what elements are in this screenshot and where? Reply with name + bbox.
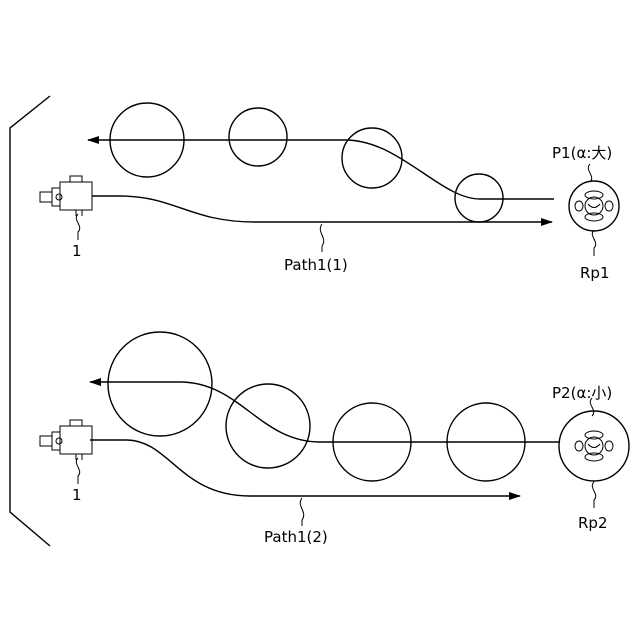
upper-panel: 1 P1(α:大) Rp1 Path1(1) bbox=[40, 103, 619, 282]
robot-path-arrow bbox=[90, 440, 520, 496]
person-label: Rp1 bbox=[580, 264, 610, 282]
robot-icon bbox=[40, 420, 92, 460]
person-trajectory-arrow bbox=[90, 382, 560, 442]
boundary-wall bbox=[10, 96, 50, 546]
leader-line bbox=[592, 482, 595, 508]
leader-line bbox=[76, 214, 79, 240]
lower-panel: 1 P2(α:小) Rp2 Path1(2) bbox=[40, 332, 629, 546]
trajectory-circle bbox=[455, 174, 503, 222]
robot-icon bbox=[40, 176, 92, 216]
leader-line bbox=[320, 224, 323, 252]
person-icon bbox=[559, 411, 629, 481]
leader-line bbox=[588, 164, 591, 182]
trajectory-circle bbox=[229, 108, 287, 166]
person-label: Rp2 bbox=[578, 514, 608, 532]
leader-line bbox=[300, 498, 303, 526]
trajectory-circle bbox=[342, 128, 402, 188]
person-trajectory-arrow bbox=[88, 140, 554, 199]
person-icon bbox=[569, 181, 619, 231]
position-label: P2(α:小) bbox=[552, 384, 612, 402]
path-label: Path1(1) bbox=[284, 256, 348, 274]
path-label: Path1(2) bbox=[264, 528, 328, 546]
robot-path-arrow bbox=[92, 196, 552, 222]
leader-line bbox=[76, 458, 79, 484]
robot-label: 1 bbox=[72, 242, 82, 260]
position-label: P1(α:大) bbox=[552, 144, 612, 162]
leader-line bbox=[592, 230, 595, 256]
trajectory-circle bbox=[226, 384, 310, 468]
robot-label: 1 bbox=[72, 486, 82, 504]
